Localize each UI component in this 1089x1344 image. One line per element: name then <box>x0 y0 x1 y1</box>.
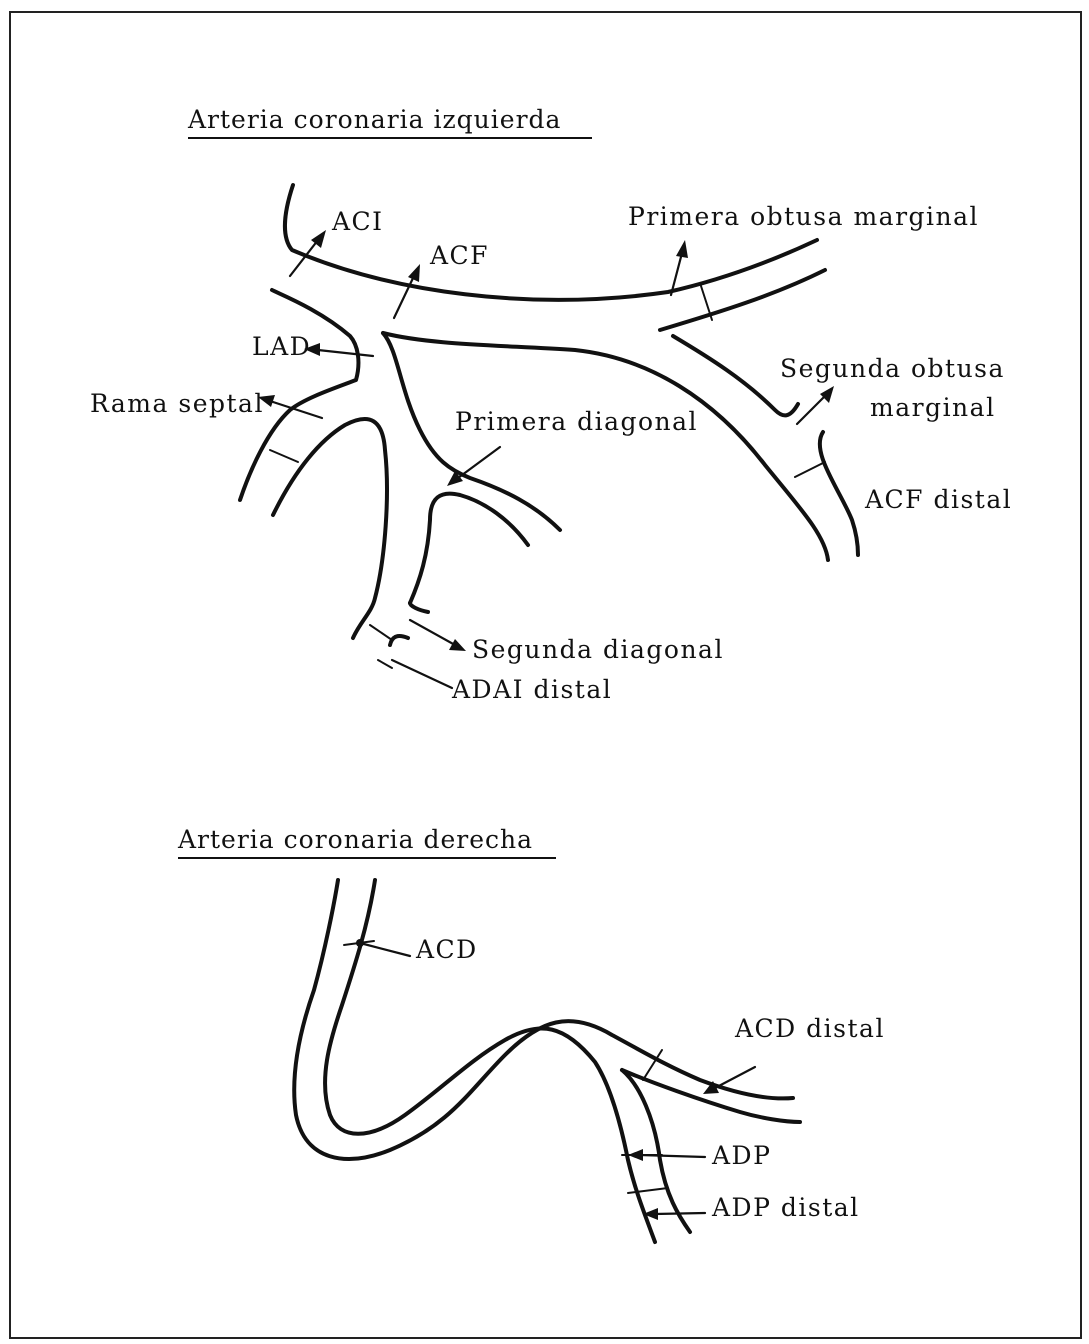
label-lad: LAD <box>252 332 311 361</box>
lad-inner-wall <box>273 419 387 638</box>
label-adp-distal: ADP distal <box>711 1193 860 1222</box>
label-acd: ACD <box>415 935 478 964</box>
circumflex-inner-wall <box>383 333 828 560</box>
second-diagonal-stub <box>410 603 428 612</box>
left-section-title: Arteria coronaria izquierda <box>187 105 561 134</box>
label-aci: ACI <box>331 207 384 236</box>
label-segunda-diagonal: Segunda diagonal <box>472 635 724 664</box>
label-acd-distal: ACD distal <box>734 1014 885 1043</box>
adai-distal-tick <box>370 625 392 640</box>
right-segment-ticks <box>344 941 668 1193</box>
label-rama-septal: Rama septal <box>90 389 264 418</box>
right-coronary-artery: Arteria coronaria derecha <box>177 825 885 1242</box>
acf-distal-tick <box>795 462 825 477</box>
adai-distal-cross <box>378 660 392 668</box>
lad-arrow <box>304 343 373 356</box>
rca-outer-wall <box>294 880 793 1159</box>
label-primera-obtusa-marginal: Primera obtusa marginal <box>628 202 979 231</box>
label-adai-distal: ADAI distal <box>451 675 612 704</box>
left-coronary-artery: Arteria coronaria izquierda <box>90 105 1012 704</box>
adai-distal-pointer <box>392 660 452 688</box>
rca-inner-wall <box>325 880 655 1242</box>
septal-tick <box>270 450 298 462</box>
first-diagonal-lower-wall <box>410 494 528 603</box>
label-acf: ACF <box>429 241 489 270</box>
acf-distal-outer-wall <box>820 432 858 555</box>
adp-distal-tick <box>628 1188 668 1193</box>
label-adp: ADP <box>711 1141 771 1170</box>
label-acf-distal: ACF distal <box>864 485 1012 514</box>
label-segunda-obtusa-line1: Segunda obtusa <box>780 354 1005 383</box>
label-primera-diagonal: Primera diagonal <box>455 407 698 436</box>
adp-arrow <box>628 1149 705 1161</box>
segunda-obtusa-arrow <box>797 386 834 424</box>
right-vessel-outlines <box>294 880 800 1242</box>
segunda-diagonal-arrow <box>410 620 466 651</box>
obtuse-marginal-upper-wall <box>660 270 825 330</box>
pda-outer-wall <box>622 1070 690 1232</box>
label-segunda-obtusa-line2: marginal <box>870 393 996 422</box>
right-section-title: Arteria coronaria derecha <box>177 825 533 854</box>
acf-arrow <box>394 264 420 318</box>
